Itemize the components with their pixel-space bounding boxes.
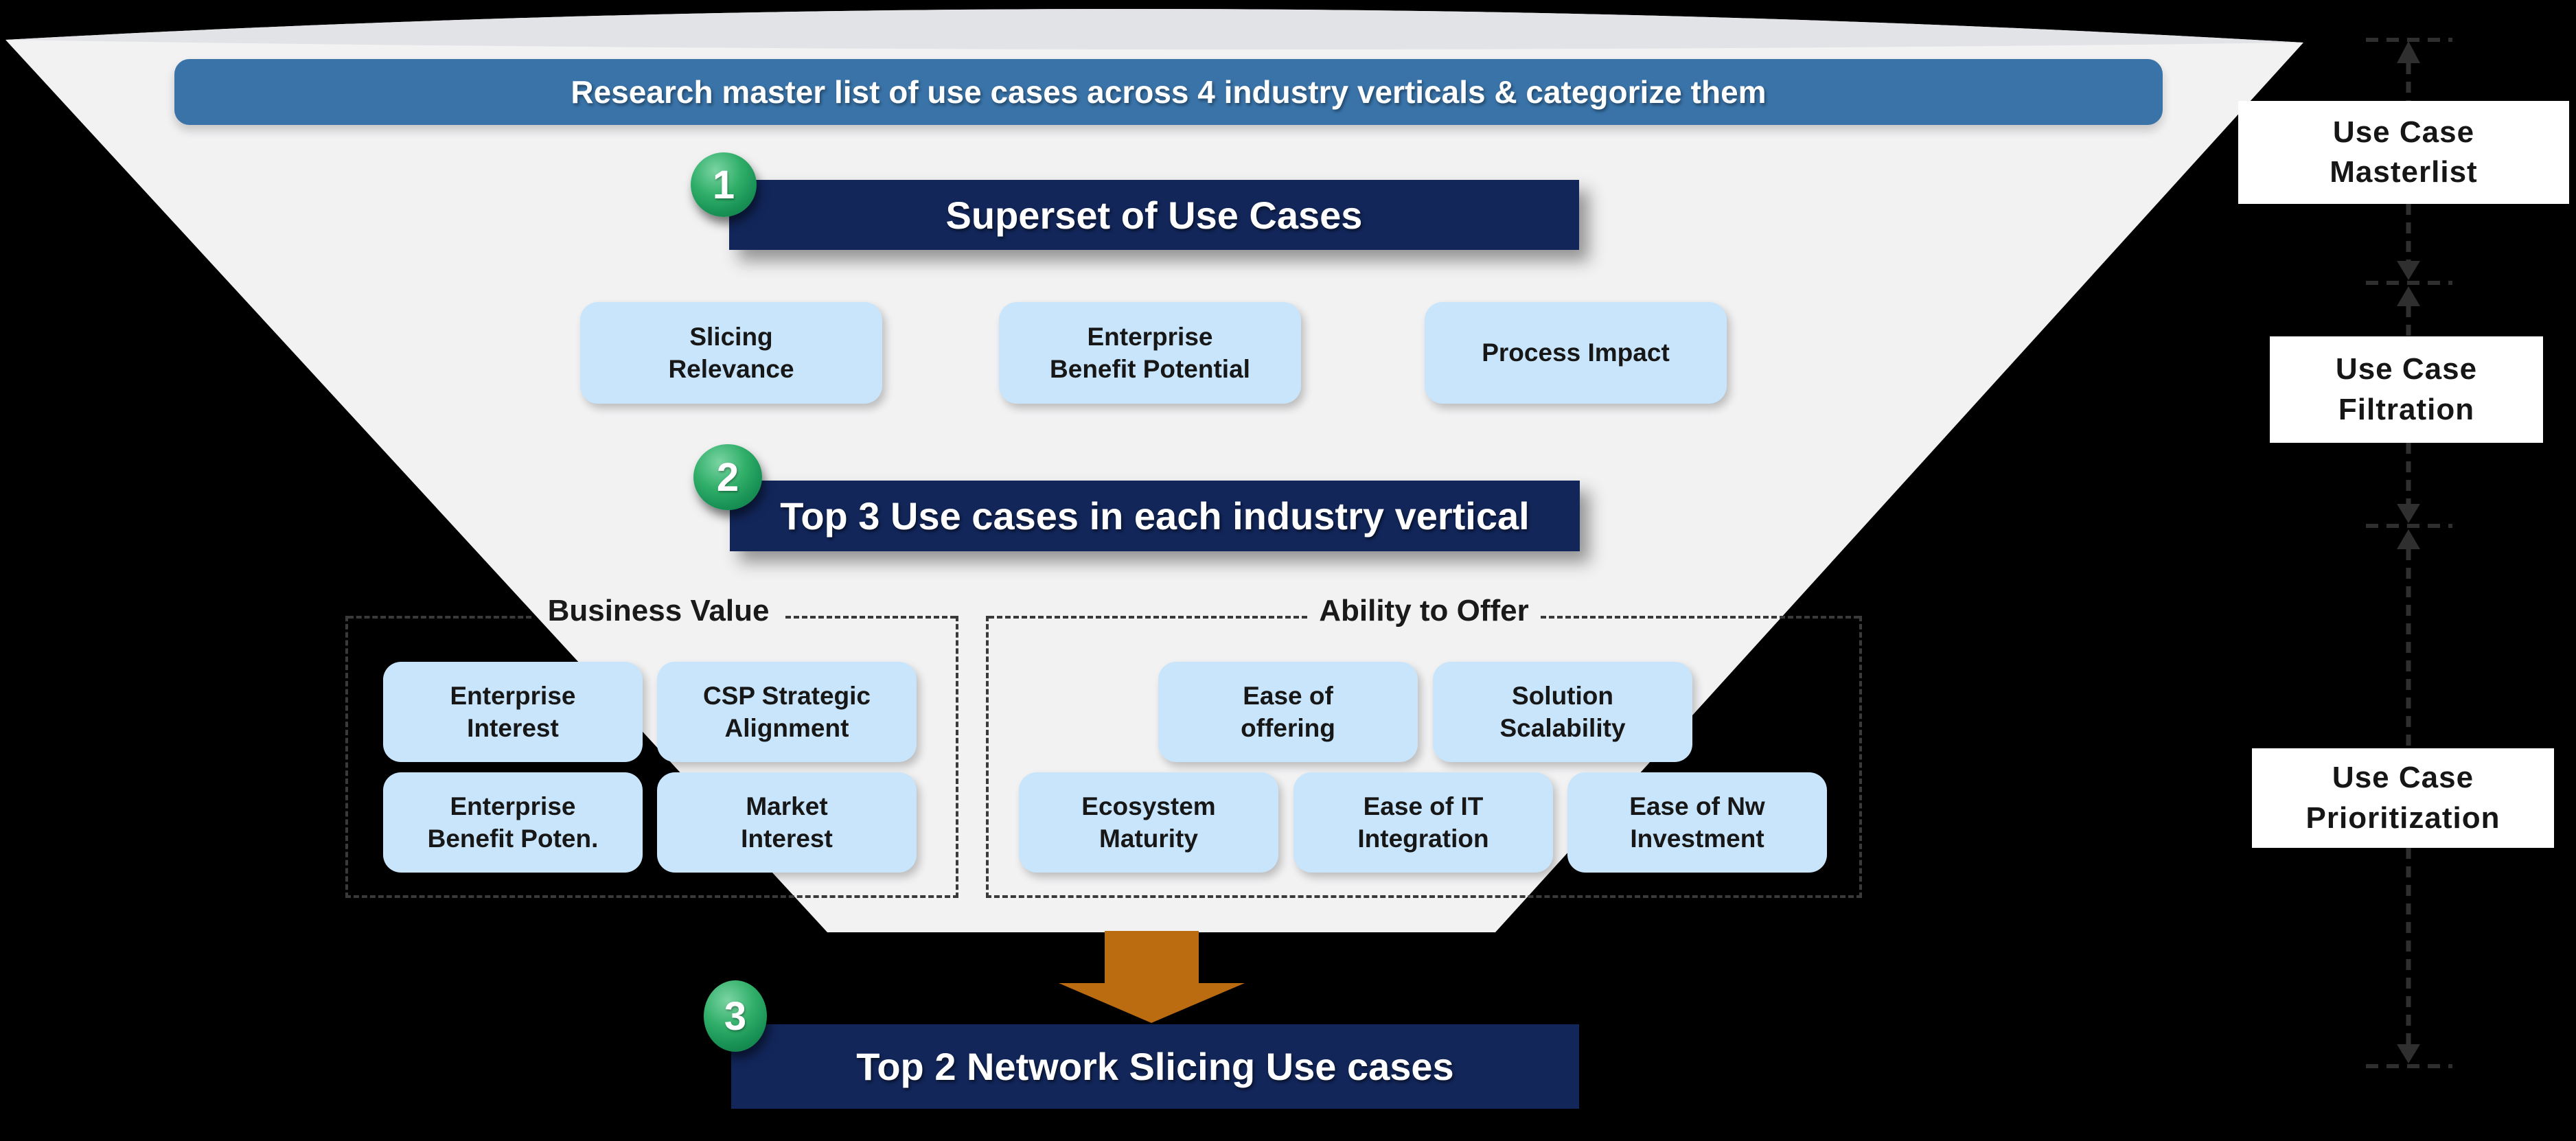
step1-number: 1 (712, 162, 735, 207)
chip-line: Ease of (1243, 681, 1333, 710)
funnel-shape (5, 8, 2303, 932)
criteria-chip-market-interest: Market Interest (657, 772, 917, 873)
criteria-chip-ease-of-it-integration: Ease of IT Integration (1293, 772, 1553, 873)
chip-line: Interest (741, 825, 833, 853)
chip-line: Benefit Poten. (427, 825, 599, 853)
criteria-chip-enterprise-interest: Enterprise Interest (383, 662, 643, 762)
arrow-down-icon (2397, 504, 2420, 523)
chip-line: Alignment (724, 714, 849, 742)
research-banner-label: Research master list of use cases across… (571, 74, 1767, 110)
chip-line: Ease of IT (1363, 792, 1484, 820)
phase-label-use-case-masterlist: Use Case Masterlist (2238, 101, 2569, 204)
dashed-border-segment (785, 616, 956, 619)
chip-line: Enterprise (450, 792, 576, 820)
step2-bar: Top 3 Use cases in each industry vertica… (730, 481, 1580, 551)
chip-line: CSP Strategic (702, 681, 871, 710)
chip-line: Integration (1357, 825, 1489, 853)
filter-chip-enterprise-benefit-potential: Enterprise Benefit Potential (999, 302, 1301, 404)
phase-label-line: Prioritization (2305, 800, 2500, 835)
step1-bar: Superset of Use Cases (729, 180, 1579, 250)
dashed-border-segment (989, 616, 1307, 619)
arrow-up-icon (2397, 286, 2420, 306)
step3-number: 3 (724, 993, 747, 1039)
chip-line: Interest (467, 714, 559, 742)
criteria-chip-csp-strategic-alignment: CSP Strategic Alignment (657, 662, 917, 762)
phase-label-line: Masterlist (2330, 155, 2478, 189)
criteria-chip-enterprise-benefit-poten: Enterprise Benefit Poten. (383, 772, 643, 873)
phase-label-line: Use Case (2332, 115, 2475, 149)
arrow-down-icon (2397, 261, 2420, 280)
step3-number-badge: 3 (704, 980, 767, 1052)
chip-line: Ecosystem (1081, 792, 1216, 820)
dashed-border-segment (1541, 616, 1859, 619)
chip-line: Scalability (1499, 714, 1626, 742)
business-value-group: Business Value (345, 594, 958, 898)
rail-arrowheads (2397, 41, 2420, 1063)
arrow-up-icon (2397, 41, 2420, 63)
phase-label-line: Use Case (2332, 761, 2474, 795)
rail-tick-lines (2366, 38, 2452, 1068)
criteria-chip-ease-of-offering: Ease of offering (1158, 662, 1418, 762)
step1-number-badge: 1 (691, 152, 757, 217)
chip-line: Investment (1630, 825, 1764, 853)
chip-line: Ease of Nw (1629, 792, 1765, 820)
phase-label-use-case-prioritization: Use Case Prioritization (2252, 748, 2554, 848)
chip-line: Process Impact (1482, 338, 1670, 367)
filter-chip-process-impact: Process Impact (1425, 302, 1727, 404)
funnel-rim (5, 8, 2303, 50)
criteria-chip-ease-of-nw-investment: Ease of Nw Investment (1567, 772, 1827, 873)
step3-label: Top 2 Network Slicing Use cases (856, 1045, 1454, 1088)
research-banner: Research master list of use cases across… (174, 59, 2163, 125)
business-value-title: Business Value (547, 594, 770, 627)
filter-chip-slicing-relevance: Slicing Relevance (580, 302, 882, 404)
criteria-chip-ecosystem-maturity: Ecosystem Maturity (1019, 772, 1278, 873)
chip-line: Solution (1512, 681, 1613, 710)
chip-line: Maturity (1099, 825, 1198, 853)
chip-line: Relevance (668, 355, 794, 383)
step2-number-badge: 2 (693, 444, 762, 510)
arrow-up-icon (2397, 529, 2420, 549)
ability-to-offer-title: Ability to Offer (1319, 594, 1529, 627)
phase-label-line: Filtration (2338, 392, 2475, 426)
chip-line: Market (746, 792, 828, 820)
step2-label: Top 3 Use cases in each industry vertica… (780, 494, 1530, 538)
dashed-border-segment (348, 616, 531, 619)
step1-label: Superset of Use Cases (945, 193, 1363, 237)
chip-line: offering (1241, 714, 1335, 742)
chip-line: Enterprise (450, 681, 576, 710)
phase-label-use-case-filtration: Use Case Filtration (2270, 336, 2543, 443)
chip-line: Enterprise (1087, 322, 1213, 351)
phase-label-line: Use Case (2335, 352, 2478, 387)
orange-down-arrow-icon (1059, 931, 1245, 1023)
step2-number: 2 (716, 454, 739, 500)
criteria-chip-solution-scalability: Solution Scalability (1433, 662, 1692, 762)
step3-bar: Top 2 Network Slicing Use cases (731, 1024, 1579, 1109)
chip-line: Slicing (689, 322, 773, 351)
arrow-down-icon (2397, 1044, 2420, 1063)
chip-line: Benefit Potential (1050, 355, 1250, 383)
ability-to-offer-group: Ability to Offer (986, 594, 1862, 898)
